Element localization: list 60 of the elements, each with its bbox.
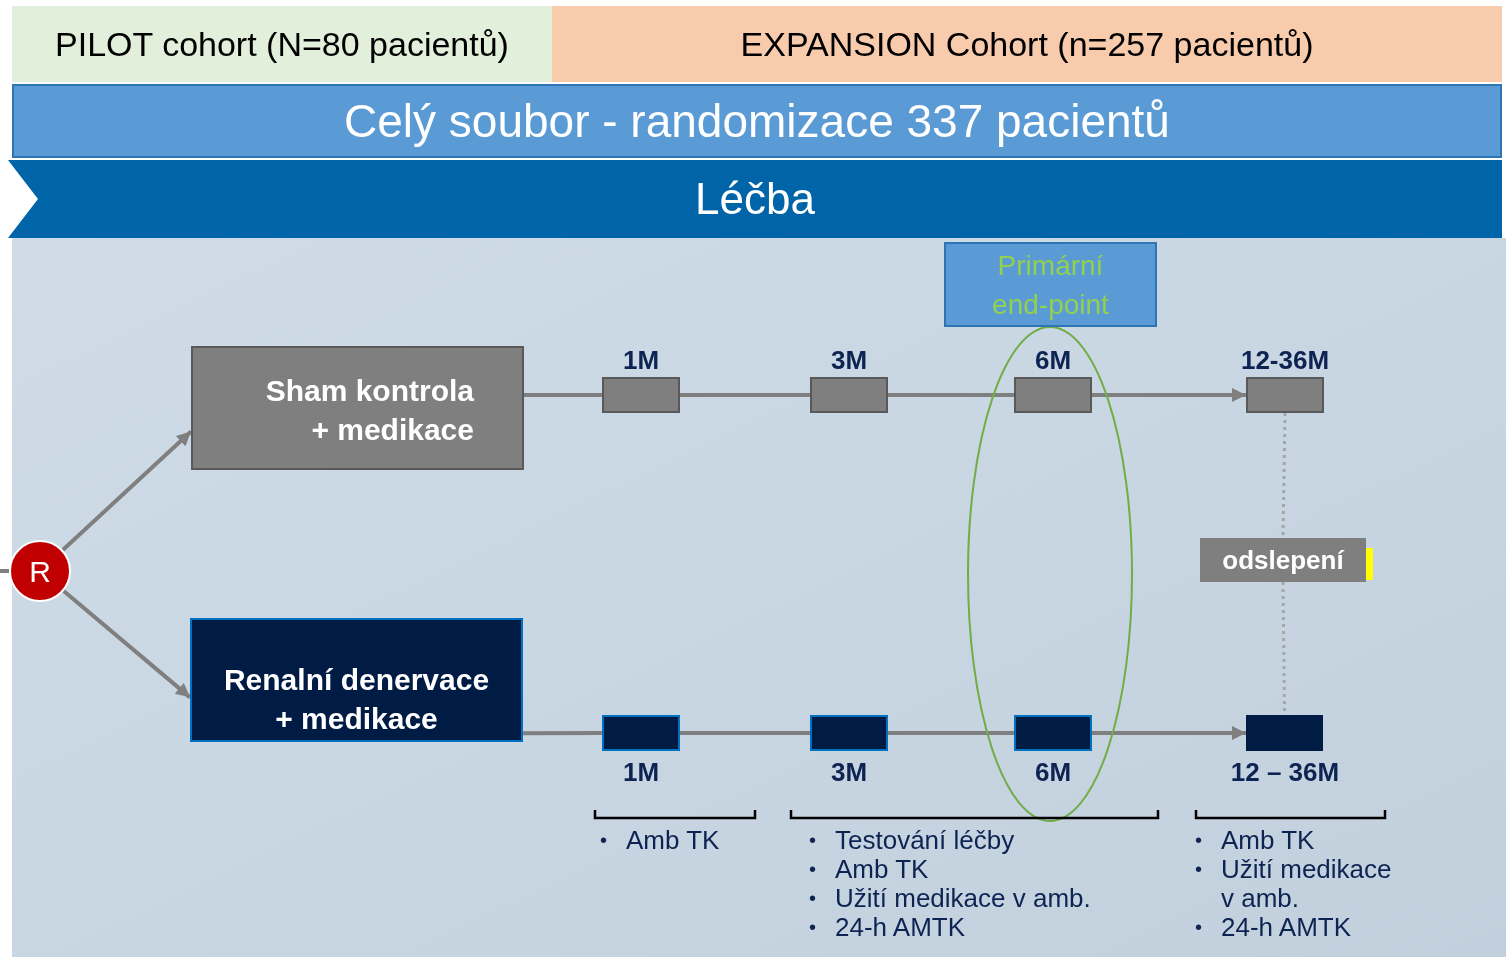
bullet-mark: • — [809, 828, 817, 853]
list-text: Amb TK — [1221, 826, 1315, 855]
node-text: odslepení — [1222, 543, 1344, 577]
arm-box — [191, 346, 524, 470]
timepoint-label: 1M — [621, 756, 661, 789]
visit-box — [602, 715, 680, 751]
node-text: R — [29, 553, 51, 590]
list-text: Užití medikace v amb. — [1221, 855, 1393, 913]
node-text: Léčba — [695, 173, 815, 225]
timepoint-label: 6M — [1033, 756, 1073, 789]
bullet-mark: • — [809, 886, 817, 911]
connector-line — [0, 569, 9, 573]
timepoint-label: 6M — [1033, 344, 1073, 377]
bullet-mark: • — [1195, 857, 1203, 882]
timepoint-label: 12 – 36M — [1229, 756, 1341, 789]
list-text: Testování léčby — [835, 826, 1015, 855]
timepoint-label: 3M — [829, 344, 869, 377]
list-text: Amb TK — [626, 826, 720, 855]
arm-box — [190, 618, 523, 742]
visit-box — [1014, 715, 1092, 751]
connector-line — [524, 393, 602, 397]
node-text: Renalní denervace + medikace — [222, 662, 491, 737]
list-text: Amb TK — [835, 855, 929, 884]
arrow — [1092, 726, 1246, 740]
visit-box — [1014, 377, 1092, 413]
visit-box — [1246, 377, 1324, 413]
connector-line — [680, 393, 810, 397]
unblinding-box — [1200, 538, 1366, 582]
node-text: Sham kontrola + medikace — [264, 373, 474, 448]
connector-line — [523, 731, 602, 736]
node-text: EXPANSION Cohort (n=257 pacientů) — [740, 23, 1314, 65]
timepoint-label: 3M — [829, 756, 869, 789]
cohort-band — [12, 6, 552, 82]
list-text: 24-h AMTK — [835, 913, 966, 942]
visit-box — [810, 377, 888, 413]
chevron-band — [8, 160, 1502, 238]
cohort-band — [552, 6, 1502, 82]
connector-line — [888, 393, 1014, 397]
timepoint-label: 1M — [621, 344, 661, 377]
list-text: 24-h AMTK — [1221, 913, 1352, 942]
title-band — [12, 84, 1502, 158]
bullet-mark: • — [1195, 915, 1203, 940]
node-text: PILOT cohort (N=80 pacientů) — [55, 23, 509, 65]
bullet-mark: • — [809, 857, 817, 882]
connector-line — [680, 731, 810, 735]
bullet-mark: • — [1195, 828, 1203, 853]
node-text: Celý soubor - randomizace 337 pacientů — [344, 93, 1170, 149]
timepoint-label: 12-36M — [1239, 344, 1331, 377]
bullet-mark: • — [809, 915, 817, 940]
list-text: Užití medikace v amb. — [835, 884, 1091, 913]
node-text: Primární end-point — [991, 248, 1110, 322]
visit-box — [602, 377, 680, 413]
visit-box — [1246, 715, 1323, 751]
connector-line — [888, 731, 1014, 735]
endpoint-box — [944, 242, 1157, 327]
bullet-mark: • — [600, 828, 608, 853]
visit-box — [810, 715, 888, 751]
arrow — [1092, 388, 1246, 402]
arrow — [62, 589, 192, 699]
arrow — [61, 430, 193, 552]
